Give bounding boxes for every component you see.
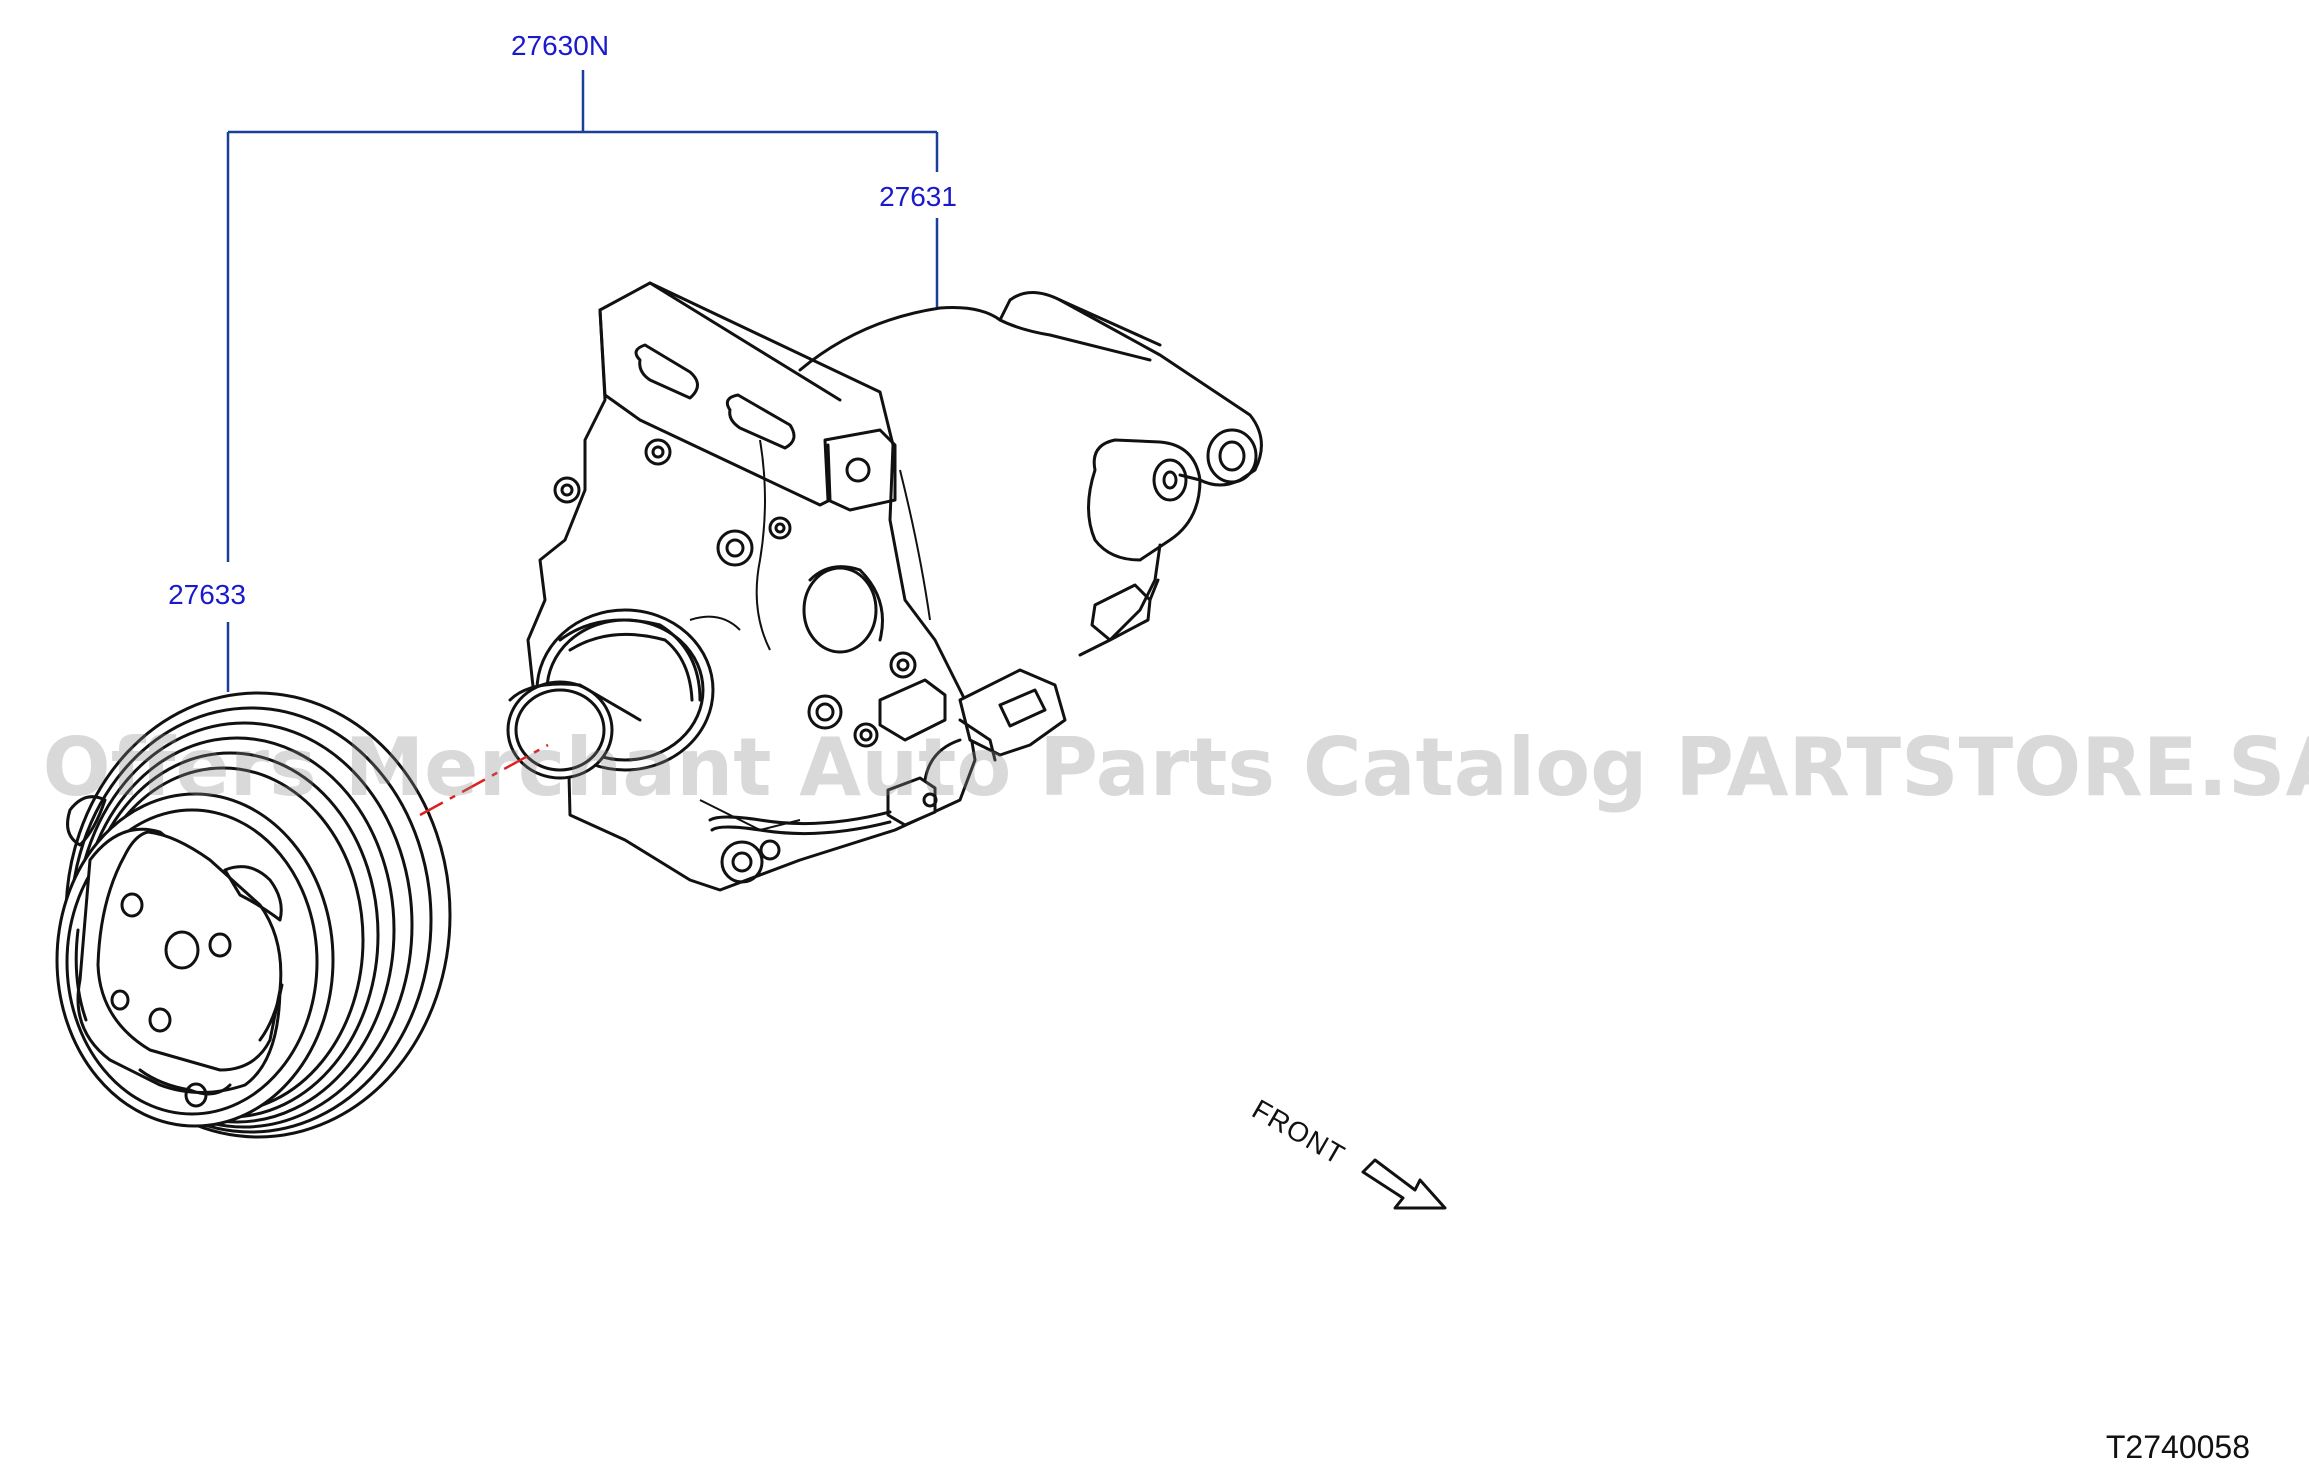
front-arrow-icon: [1361, 1158, 1447, 1210]
compressor-drawing: [506, 281, 1263, 892]
callout-bracket: [226, 70, 939, 692]
callout-27631[interactable]: 27631: [879, 181, 957, 212]
shaft-centerline: [419, 743, 549, 817]
watermark-text: Offers Merchant Auto Parts Catalog PARTS…: [43, 721, 2309, 814]
front-direction-label: FRONT: [1247, 1093, 1350, 1171]
clutch-pulley-drawing: [55, 691, 452, 1139]
callout-27633[interactable]: 27633: [168, 579, 246, 610]
diagram-reference-code: T2740058: [2106, 1429, 2250, 1465]
callout-27630n[interactable]: 27630N: [511, 30, 609, 61]
